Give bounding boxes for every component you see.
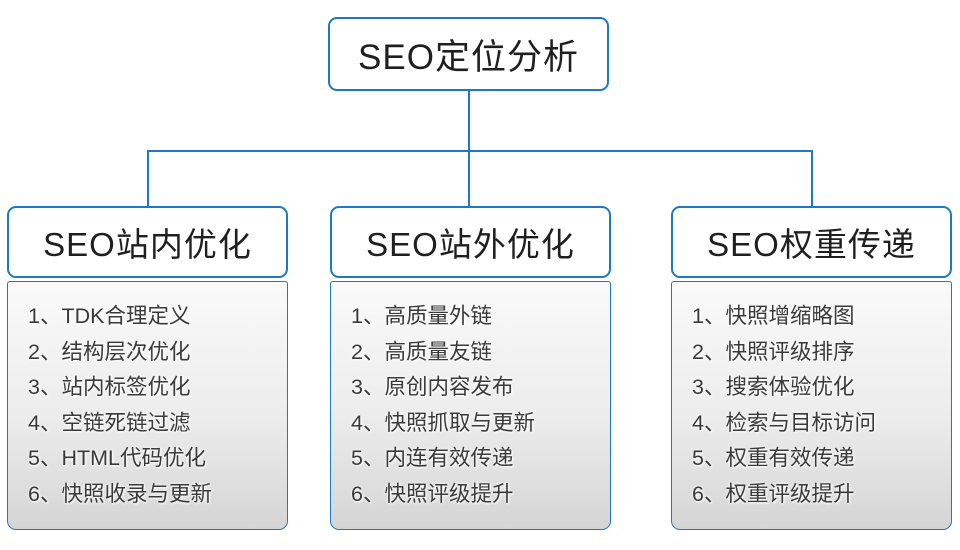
connector-drop-left	[147, 150, 149, 206]
list-item: 6、快照评级提升	[351, 481, 514, 506]
connector-root-stem	[468, 91, 470, 150]
onsite-list-panel: 1、TDK合理定义 2、结构层次优化 3、站内标签优化 4、空链死链过滤 5、H…	[7, 281, 288, 530]
offsite-list-panel: 1、高质量外链 2、高质量友链 3、原创内容发布 4、快照抓取与更新 5、内连有…	[330, 281, 611, 530]
list-item: 1、TDK合理定义	[28, 304, 191, 329]
list-item: 3、站内标签优化	[28, 375, 191, 400]
list-item: 1、快照增缩略图	[692, 304, 855, 329]
list-item: 6、快照收录与更新	[28, 481, 212, 506]
branch-node-onsite: SEO站内优化	[7, 206, 288, 278]
connector-horizontal	[147, 150, 813, 152]
list-item: 4、检索与目标访问	[692, 410, 876, 435]
list-item: 3、原创内容发布	[351, 375, 514, 400]
list-item: 4、空链死链过滤	[28, 410, 191, 435]
list-item: 2、结构层次优化	[28, 339, 191, 364]
list-item: 5、HTML代码优化	[28, 446, 206, 471]
list-item: 2、快照评级排序	[692, 339, 855, 364]
list-item: 3、搜索体验优化	[692, 375, 855, 400]
list-item: 2、高质量友链	[351, 339, 492, 364]
list-item: 6、权重评级提升	[692, 481, 855, 506]
weight-transfer-list-panel: 1、快照增缩略图 2、快照评级排序 3、搜索体验优化 4、检索与目标访问 5、权…	[671, 281, 952, 530]
root-node-label: SEO定位分析	[358, 37, 579, 77]
branch-node-weight-transfer-label: SEO权重传递	[707, 226, 916, 263]
list-item: 5、内连有效传递	[351, 446, 514, 471]
branch-node-offsite: SEO站外优化	[330, 206, 611, 278]
branch-node-onsite-label: SEO站内优化	[43, 226, 252, 263]
list-item: 5、权重有效传递	[692, 446, 855, 471]
list-item: 1、高质量外链	[351, 304, 492, 329]
list-item: 4、快照抓取与更新	[351, 410, 535, 435]
branch-node-offsite-label: SEO站外优化	[366, 226, 575, 263]
root-node-seo-positioning: SEO定位分析	[328, 17, 609, 91]
connector-drop-right	[811, 150, 813, 206]
branch-node-weight-transfer: SEO权重传递	[671, 206, 952, 278]
connector-drop-center	[468, 150, 470, 206]
